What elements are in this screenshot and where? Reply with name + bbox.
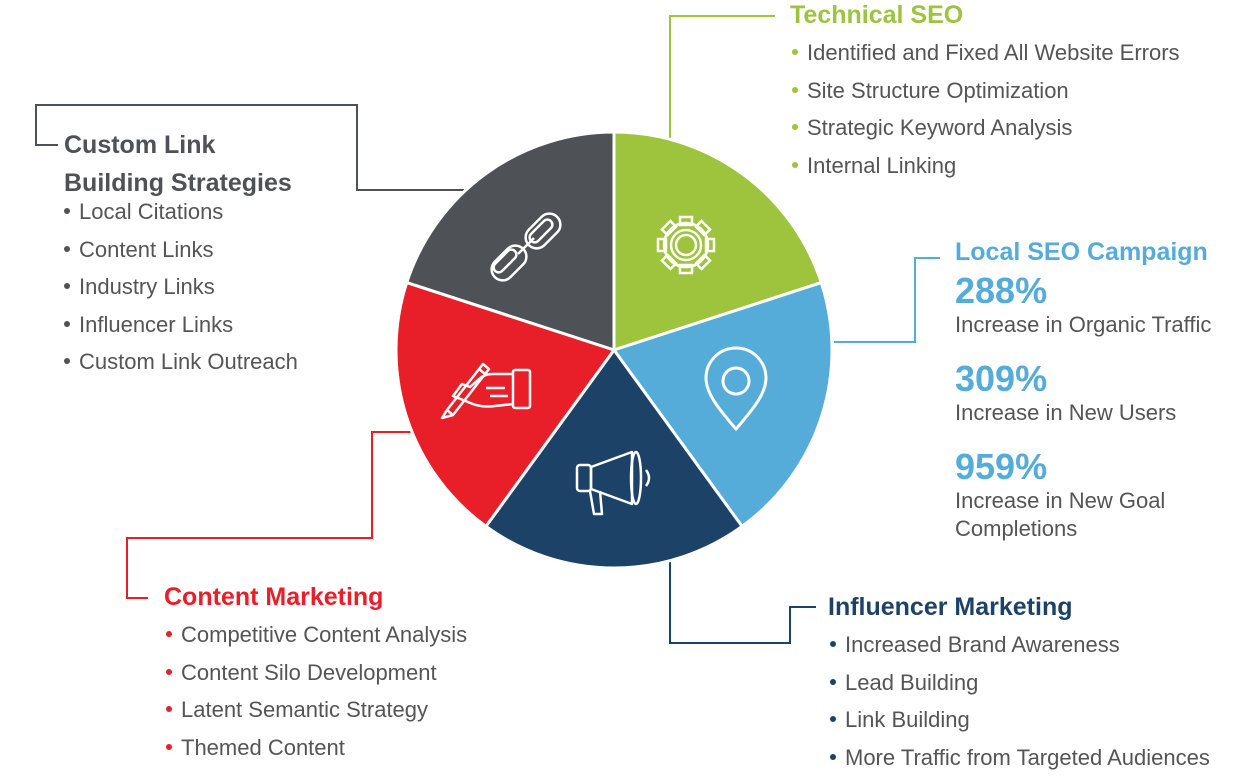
list-item: Increased Brand Awareness [828,626,1210,664]
influencer-marketing-list: Increased Brand Awareness Lead Building … [828,626,1210,776]
content-marketing-block: Content Marketing Competitive Content An… [164,578,467,766]
stat-label: Increase in New Users [955,399,1211,427]
stat-label: Completions [955,515,1211,543]
content-marketing-list: Competitive Content Analysis Content Sil… [164,616,467,766]
connector-technical-seo [670,16,775,138]
list-item: Local Citations [62,193,298,231]
influencer-marketing-block: Influencer Marketing Increased Brand Awa… [828,588,1210,776]
technical-seo-block: Technical SEO Identified and Fixed All W… [790,0,1180,184]
connector-content-marketing [127,432,415,598]
list-item: Content Links [62,231,298,269]
stat-label: Increase in Organic Traffic [955,311,1211,339]
influencer-marketing-title: Influencer Marketing [828,588,1210,626]
list-item: More Traffic from Targeted Audiences [828,739,1210,776]
custom-link-block: Custom Link Building Strategies [64,126,292,202]
technical-seo-list: Identified and Fixed All Website Errors … [790,34,1180,184]
list-item: Latent Semantic Strategy [164,691,467,729]
custom-link-list: Local Citations Content Links Industry L… [62,193,298,381]
connector-local-seo [834,258,940,342]
stat-value: 288% [955,271,1211,311]
stat-value: 309% [955,359,1211,399]
local-seo-block: Local SEO Campaign 288% Increase in Orga… [955,233,1211,549]
list-item: Site Structure Optimization [790,72,1180,110]
list-item: Custom Link Outreach [62,343,298,381]
list-item: Influencer Links [62,306,298,344]
technical-seo-title: Technical SEO [790,0,1180,34]
list-item: Strategic Keyword Analysis [790,109,1180,147]
list-item: Link Building [828,701,1210,739]
list-item: Themed Content [164,729,467,767]
list-item: Lead Building [828,664,1210,702]
list-item: Identified and Fixed All Website Errors [790,34,1180,72]
list-item: Internal Linking [790,147,1180,185]
pie [396,132,832,568]
custom-link-title-line1: Custom Link [64,126,292,164]
list-item: Competitive Content Analysis [164,616,467,654]
list-item: Content Silo Development [164,654,467,692]
stat-label: Increase in New Goal [955,487,1211,515]
custom-link-list-block: Local Citations Content Links Industry L… [62,193,298,381]
stat-value: 959% [955,447,1211,487]
local-seo-title: Local SEO Campaign [955,233,1211,271]
content-marketing-title: Content Marketing [164,578,467,616]
list-item: Industry Links [62,268,298,306]
connector-influencer [670,560,816,643]
